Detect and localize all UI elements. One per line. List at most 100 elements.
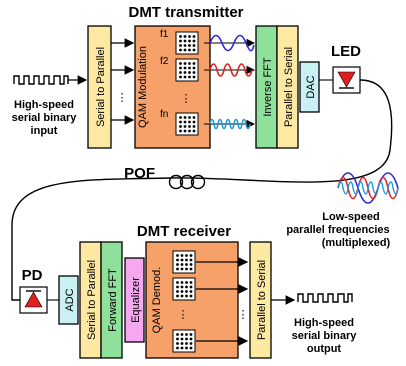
constellation-dot — [185, 346, 188, 350]
constellation-dot — [183, 44, 187, 47]
constellation-dot — [185, 263, 188, 266]
constellation-dot — [180, 294, 184, 298]
constellation-dot — [189, 254, 193, 257]
output-label-line-2: serial binary — [292, 330, 358, 342]
constellation-dot — [192, 71, 196, 74]
constellation-dot — [183, 71, 187, 74]
constellation-dot — [185, 294, 188, 298]
tx-constellation-fn — [175, 112, 199, 136]
constellation-dot — [176, 337, 179, 341]
tx-dac-label: DAC — [305, 75, 317, 98]
constellation-dot — [185, 267, 188, 271]
rx-constellation-1 — [172, 250, 196, 274]
input-label-line-1: High-speed — [14, 99, 74, 111]
constellation-dot — [183, 120, 187, 124]
constellation-dot — [188, 62, 191, 65]
constellation-dot — [183, 125, 187, 128]
constellation-dot — [183, 39, 187, 43]
constellation-dot — [188, 125, 191, 128]
pd-label: PD — [22, 267, 43, 284]
rx-qam-demod-label: QAM Demod. — [151, 267, 163, 334]
constellation-dot — [185, 258, 188, 262]
constellation-dot — [179, 44, 182, 47]
input-label-line-2: serial binary — [12, 112, 78, 124]
rx-qam-ellipsis: ⋮ — [178, 309, 189, 321]
pof-cable — [11, 79, 393, 301]
constellation-dot — [180, 285, 184, 289]
mux-wave-blue — [337, 172, 399, 204]
constellation-dot — [179, 71, 182, 74]
constellation-dot — [179, 120, 182, 124]
constellation-dot — [176, 290, 179, 293]
constellation-frame — [175, 112, 199, 136]
constellation-dot — [183, 62, 187, 65]
constellation-frame — [175, 31, 199, 55]
constellation-dot — [185, 333, 188, 336]
pof-label: POF — [124, 165, 155, 182]
constellation-dot — [192, 44, 196, 47]
tx-parallel-to-serial-block — [276, 25, 299, 149]
rx-adc-block — [58, 275, 79, 325]
constellation-dot — [192, 39, 196, 43]
constellation-dot — [185, 281, 188, 284]
constellation-dot — [188, 75, 191, 79]
transmitter-title: DMT transmitter — [128, 4, 243, 21]
constellation-dot — [192, 66, 196, 70]
rx-forward-fft-block — [100, 241, 123, 359]
constellation-dot — [192, 120, 196, 124]
receiver-title: DMT receiver — [137, 223, 231, 240]
tx-qam-ellipsis: ⋮ — [181, 93, 192, 105]
constellation-dot — [180, 333, 184, 336]
parallel-freq-label-line-2: parallel frequencies — [286, 224, 389, 236]
mux-wave-cyan — [337, 181, 399, 195]
constellation-dot — [183, 48, 187, 52]
tx-wave-f1 — [209, 34, 255, 52]
constellation-dot — [183, 129, 187, 133]
constellation-dot — [180, 346, 184, 350]
constellation-dot — [176, 254, 179, 257]
constellation-dot — [179, 62, 182, 65]
output-square-wave-icon — [297, 293, 353, 303]
tx-sp-ellipsis: ⋮ — [117, 92, 128, 104]
led-diode-icon — [337, 71, 356, 88]
constellation-dot — [179, 35, 182, 38]
pof-coil-1 — [168, 174, 184, 190]
constellation-dot — [188, 129, 191, 133]
constellation-dot — [189, 267, 193, 271]
tx-channel-f1-label: f1 — [160, 29, 169, 40]
constellation-dot — [176, 263, 179, 266]
constellation-dot — [180, 254, 184, 257]
constellation-dot — [192, 116, 196, 119]
constellation-dot — [192, 48, 196, 52]
constellation-dot — [180, 342, 184, 345]
constellation-dot — [189, 342, 193, 345]
constellation-dot — [183, 116, 187, 119]
tx-parallel-to-serial-label: Parallel to Serial — [283, 47, 295, 127]
constellation-dot — [185, 290, 188, 293]
constellation-dot — [188, 116, 191, 119]
constellation-dot — [176, 333, 179, 336]
tx-channel-fn-label: fn — [160, 109, 168, 120]
input-square-wave-icon — [13, 75, 69, 85]
tx-inverse-fft-label: Inverse FFT — [262, 57, 274, 117]
constellation-dot — [179, 116, 182, 119]
constellation-dot — [185, 254, 188, 257]
constellation-dot — [188, 71, 191, 74]
parallel-freq-label-line-3: (multiplexed) — [322, 237, 391, 249]
rx-constellation-2 — [172, 277, 196, 301]
constellation-dot — [180, 337, 184, 341]
constellation-dot — [189, 258, 193, 262]
constellation-dot — [176, 342, 179, 345]
constellation-dot — [189, 263, 193, 266]
constellation-dot — [192, 75, 196, 79]
constellation-dot — [180, 290, 184, 293]
pd-diode-icon — [24, 291, 43, 308]
tx-wave-fn — [209, 118, 251, 130]
constellation-dot — [183, 66, 187, 70]
constellation-frame — [172, 329, 196, 353]
constellation-dot — [189, 285, 193, 289]
constellation-dot — [188, 39, 191, 43]
tx-dac-block — [299, 61, 320, 113]
